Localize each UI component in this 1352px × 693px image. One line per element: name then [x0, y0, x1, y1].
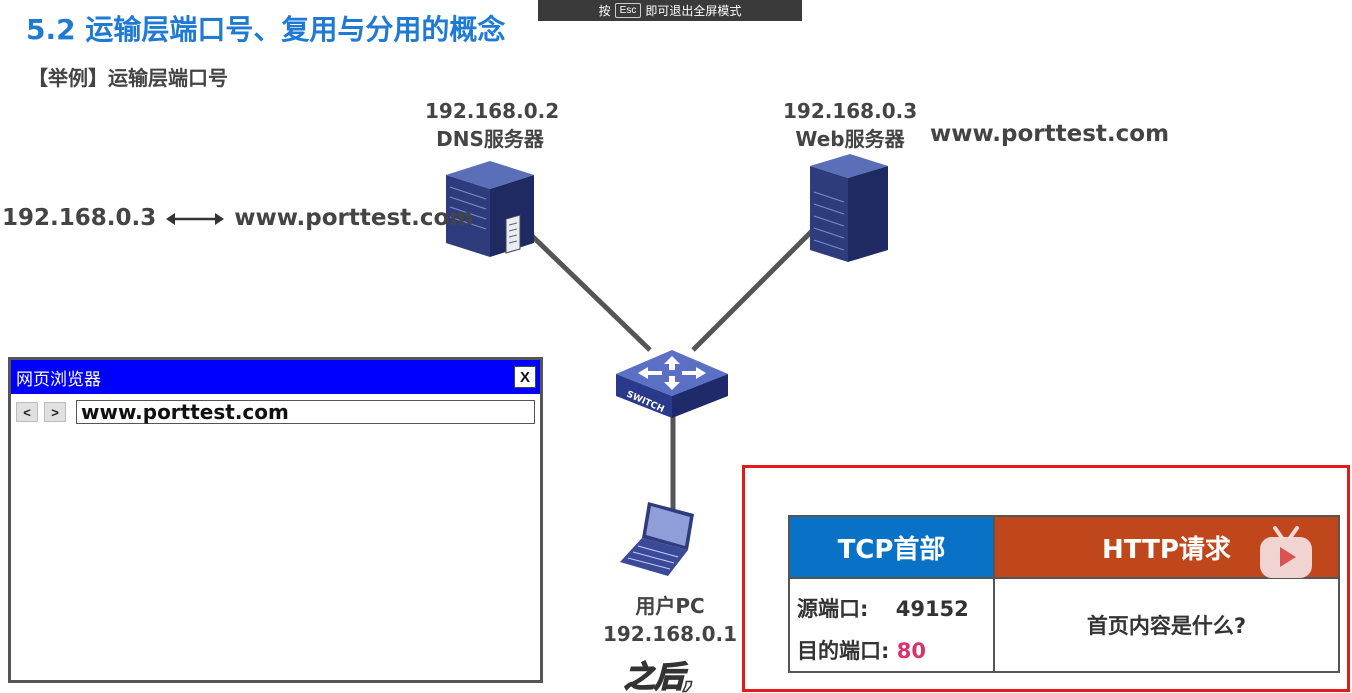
user-pc-label: 用户PC 192.168.0.1 — [600, 592, 740, 648]
browser-titlebar[interactable]: 网页浏览器 X — [11, 360, 540, 394]
tcp-header-cell: TCP首部 — [790, 517, 993, 577]
src-port-label: 源端口: — [797, 597, 869, 621]
dns-mapping: 192.168.0.3 www.porttest.com — [2, 205, 473, 231]
web-server-label: 192.168.0.3 Web服务器 — [783, 97, 917, 153]
laptop-icon — [620, 502, 694, 576]
toast-prefix: 按 — [598, 4, 611, 18]
tcp-body-cell: 源端口: 49152 目的端口: 80 — [790, 577, 993, 671]
bilibili-tv-icon[interactable] — [1258, 526, 1314, 580]
http-body-cell: 首页内容是什么? — [995, 577, 1338, 671]
video-caption: 之后, — [623, 659, 696, 693]
src-port-value: 49152 — [895, 597, 969, 621]
fullscreen-toast: 按 Esc 即可退出全屏模式 — [538, 0, 802, 21]
dns-mapping-ip: 192.168.0.3 — [2, 205, 157, 231]
dns-server-name: DNS服务器 — [436, 127, 544, 151]
toast-key: Esc — [614, 3, 642, 18]
web-server-name: Web服务器 — [795, 127, 905, 151]
dns-server-icon — [446, 161, 534, 257]
browser-window: 网页浏览器 X < > www.porttest.com — [8, 357, 543, 683]
double-arrow-icon — [166, 212, 225, 225]
browser-navbar: < > www.porttest.com — [11, 394, 540, 424]
slide-title: 5.2 运输层端口号、复用与分用的概念 — [26, 13, 506, 46]
dst-port-value: 80 — [896, 639, 926, 663]
browser-address-bar[interactable]: www.porttest.com — [76, 400, 535, 424]
browser-back-button[interactable]: < — [16, 402, 38, 422]
dns-server-label: 192.168.0.2 DNS服务器 — [425, 97, 560, 153]
browser-title: 网页浏览器 — [16, 369, 101, 390]
dns-server-ip: 192.168.0.2 — [425, 99, 560, 123]
web-server-icon — [810, 154, 888, 262]
link-web-switch — [691, 226, 817, 352]
user-pc-name: 用户PC — [635, 594, 705, 618]
dns-mapping-domain: www.porttest.com — [234, 205, 474, 231]
packet-divider — [993, 517, 995, 671]
packet-panel: TCP首部 HTTP请求 源端口: 49152 目的端口: 80 首页内容是什么… — [742, 465, 1350, 692]
switch-icon: SWITCH — [616, 350, 728, 418]
packet-diagram: TCP首部 HTTP请求 源端口: 49152 目的端口: 80 首页内容是什么… — [788, 515, 1340, 673]
dst-port-label: 目的端口: — [797, 639, 890, 663]
toast-suffix: 即可退出全屏模式 — [645, 4, 742, 18]
link-dns-switch — [526, 230, 652, 352]
browser-close-button[interactable]: X — [514, 366, 536, 388]
dst-port-row: 目的端口: 80 — [797, 635, 926, 665]
src-port-row: 源端口: 49152 — [797, 593, 969, 623]
slide-subtitle: 【举例】运输层端口号 — [28, 66, 228, 90]
browser-forward-button[interactable]: > — [44, 402, 66, 422]
user-pc-ip: 192.168.0.1 — [602, 622, 738, 646]
web-server-ip: 192.168.0.3 — [783, 99, 918, 123]
web-server-domain: www.porttest.com — [930, 121, 1170, 147]
